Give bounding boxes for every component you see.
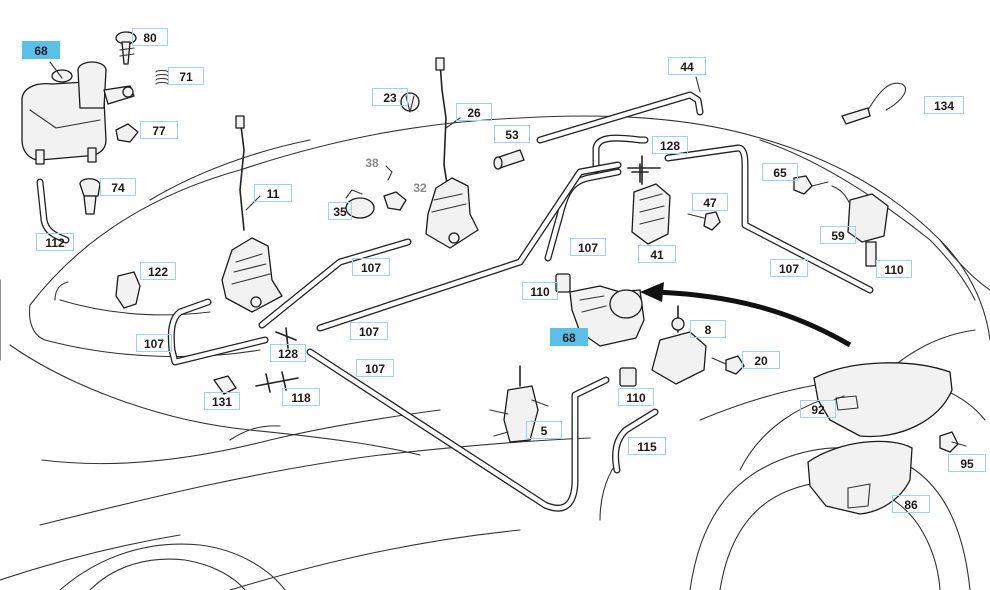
cover-86-icon [807,440,913,515]
label-80[interactable]: 80 [132,28,168,46]
fitting-118-icon [255,371,299,393]
label-65[interactable]: 65 [762,163,798,181]
leader-lines [49,61,845,401]
clip-122-icon [115,271,141,309]
rod-26-icon [435,57,449,191]
valve-8-icon [651,305,707,385]
label-86[interactable]: 86 [892,495,930,513]
fitting-35-icon [345,189,375,219]
label-92[interactable]: 92 [800,400,836,418]
label-95[interactable]: 95 [948,454,986,472]
vacuum-reservoir-68-icon [21,61,135,165]
label-8[interactable]: 8 [690,320,726,338]
grommet-74-icon [79,178,101,215]
label-20[interactable]: 20 [742,351,780,369]
label-32[interactable]: 32 [413,181,427,195]
label-68-mid[interactable]: 68 [550,328,588,346]
label-107-c[interactable]: 107 [770,259,808,277]
label-74[interactable]: 74 [100,178,136,196]
cable-tie-134-icon [841,82,906,125]
valve-unit-41-icon [631,163,671,245]
label-107-f[interactable]: 107 [356,359,394,377]
rod-11-icon [235,115,245,231]
connector-38-icon [385,165,393,181]
label-77[interactable]: 77 [140,121,178,139]
actuator-mid-icon [425,177,479,249]
label-118[interactable]: 118 [282,388,320,406]
label-53[interactable]: 53 [494,125,530,143]
switch-5-icon [489,365,549,443]
fitting-32-icon [383,191,407,211]
direction-arrow [640,282,852,348]
cover-92-icon [813,362,953,438]
label-107-d[interactable]: 107 [350,322,388,340]
label-26[interactable]: 26 [456,103,492,121]
label-115[interactable]: 115 [628,437,666,455]
label-110-c[interactable]: 110 [618,388,654,406]
label-44[interactable]: 44 [668,57,706,75]
label-107-e[interactable]: 107 [136,334,172,352]
screw-80-icon [115,31,137,65]
label-59[interactable]: 59 [820,226,856,244]
spring-71-icon [155,69,169,85]
sensor-59-icon [831,185,889,267]
label-23[interactable]: 23 [372,88,408,106]
label-107-b[interactable]: 107 [352,258,390,276]
label-38[interactable]: 38 [365,156,379,170]
car-body-outline [0,115,990,590]
screw-65-icon [793,175,829,195]
screw-95-icon [939,431,967,453]
label-47[interactable]: 47 [692,193,728,211]
label-134[interactable]: 134 [924,96,964,114]
label-112[interactable]: 112 [36,233,74,251]
screw-47-icon [687,211,721,231]
label-71[interactable]: 71 [168,67,204,85]
plug-53-icon [493,149,525,170]
clip-77-icon [115,123,139,143]
label-131[interactable]: 131 [204,392,240,410]
label-110-a[interactable]: 110 [522,282,558,300]
label-122[interactable]: 122 [140,262,176,280]
label-110-b[interactable]: 110 [876,260,912,278]
vacuum-pump-68-icon [569,285,645,347]
screw-20-icon [711,355,745,375]
clip-131-icon [213,375,237,395]
label-107-a[interactable]: 107 [570,238,606,256]
label-11[interactable]: 11 [254,184,292,202]
label-5[interactable]: 5 [526,421,562,439]
label-41[interactable]: 41 [638,245,676,263]
label-128-top[interactable]: 128 [652,136,688,154]
label-128-mid[interactable]: 128 [270,344,306,362]
actuator-left-icon [221,237,283,313]
label-35[interactable]: 35 [328,202,352,220]
label-68-top[interactable]: 68 [22,41,60,59]
sleeve-110-icons [555,273,637,387]
t-piece-128-icons [275,155,661,349]
